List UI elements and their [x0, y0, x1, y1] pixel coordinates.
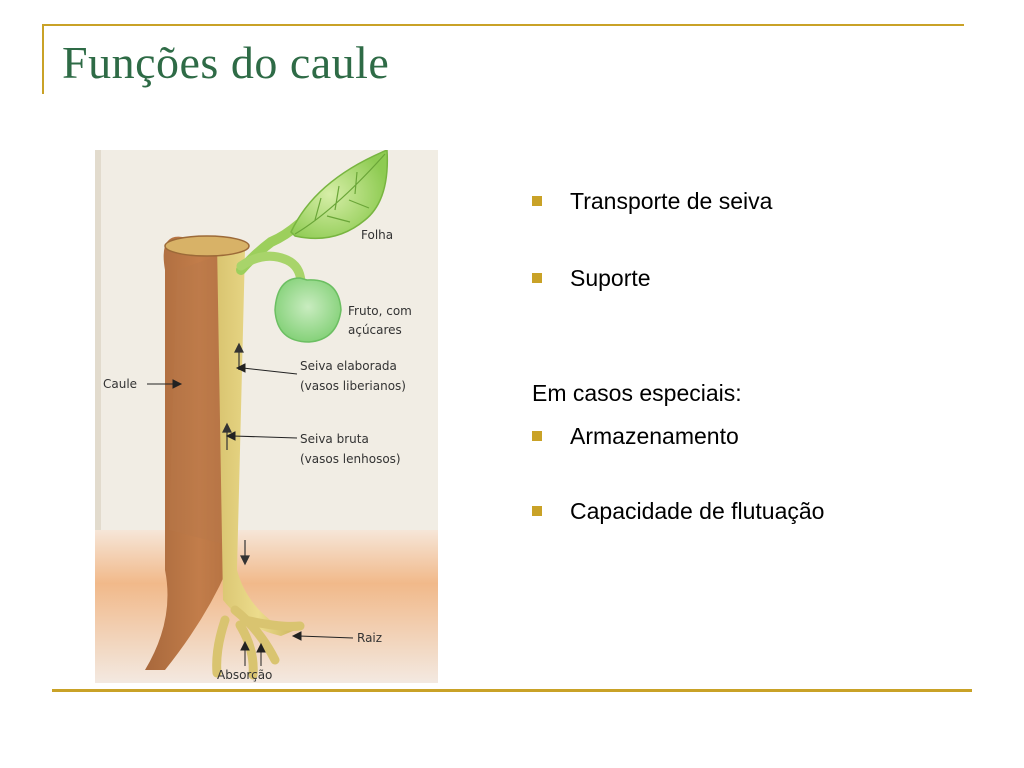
label-seiva-elaborada-1: Seiva elaborada — [300, 359, 397, 373]
label-seiva-bruta-1: Seiva bruta — [300, 432, 369, 446]
label-fruto-1: Fruto, com — [348, 304, 412, 318]
special-cases-heading: Em casos especiais: — [532, 380, 742, 407]
bullet-item-suporte: Suporte — [532, 265, 651, 292]
bullet-text: Capacidade de flutuação — [570, 498, 824, 525]
stem-diagram: Folha Fruto, com açúcares Seiva elaborad… — [95, 150, 438, 683]
bullet-square-icon — [532, 196, 542, 206]
bullet-item-transporte: Transporte de seiva — [532, 188, 772, 215]
frame-top-line — [42, 24, 964, 26]
fruit — [275, 278, 341, 342]
bullet-text: Armazenamento — [570, 423, 739, 450]
bullet-square-icon — [532, 273, 542, 283]
label-caule: Caule — [103, 377, 137, 391]
label-fruto-2: açúcares — [348, 323, 402, 337]
label-absorcao: Absorção — [217, 668, 272, 682]
trunk-top — [165, 236, 249, 256]
label-raiz: Raiz — [357, 631, 382, 645]
bullet-square-icon — [532, 506, 542, 516]
label-folha: Folha — [361, 228, 393, 242]
slide-title: Funções do caule — [62, 36, 389, 89]
frame-bottom-line — [52, 689, 972, 692]
frame-left-line — [42, 24, 44, 94]
stem-diagram-svg: Folha Fruto, com açúcares Seiva elaborad… — [95, 150, 438, 683]
soil — [95, 530, 438, 683]
bullet-item-armazenamento: Armazenamento — [532, 423, 739, 450]
label-seiva-bruta-2: (vasos lenhosos) — [300, 452, 401, 466]
bullet-text: Transporte de seiva — [570, 188, 772, 215]
label-seiva-elaborada-2: (vasos liberianos) — [300, 379, 406, 393]
bullet-item-flutuacao: Capacidade de flutuação — [532, 498, 824, 525]
bullet-square-icon — [532, 431, 542, 441]
bullet-text: Suporte — [570, 265, 651, 292]
